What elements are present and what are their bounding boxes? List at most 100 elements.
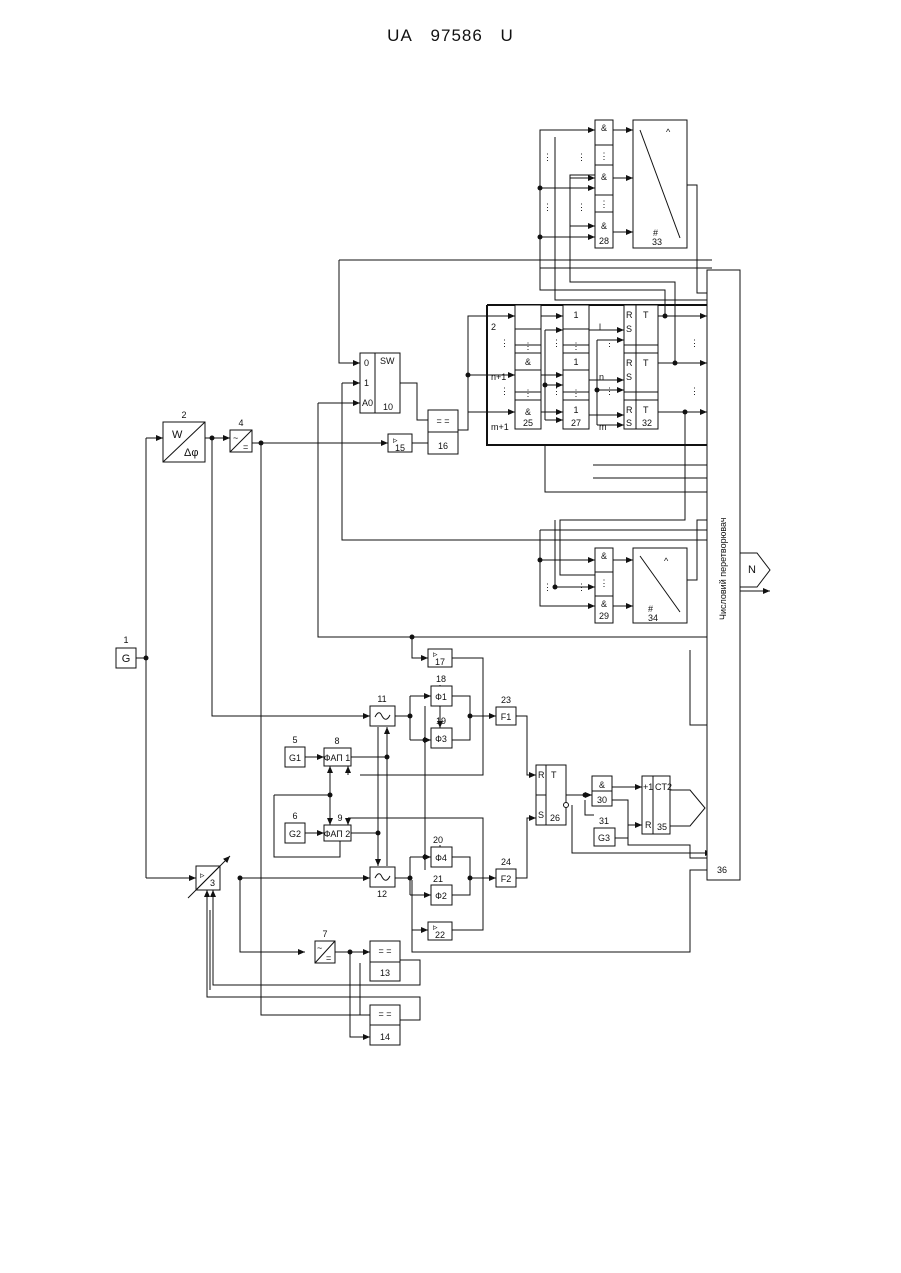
block-23-former-f1: F1 23	[496, 695, 516, 725]
svg-text:15: 15	[395, 443, 405, 453]
svg-text:19: 19	[436, 716, 446, 726]
svg-text:⋮: ⋮	[500, 386, 509, 396]
block-13-comparator: = = 13	[370, 941, 400, 981]
svg-text:14: 14	[380, 1032, 390, 1042]
svg-text:= =: = =	[378, 1009, 391, 1019]
svg-text:T: T	[643, 310, 649, 320]
svg-text:⋮: ⋮	[572, 341, 581, 351]
svg-text:⋮: ⋮	[600, 199, 609, 209]
svg-text:⋮: ⋮	[543, 202, 552, 212]
block-14-comparator: = = 14	[370, 1005, 400, 1045]
svg-text:29: 29	[599, 611, 609, 621]
block-10-switch: 0 1 A0 SW 10	[360, 353, 400, 413]
svg-text:1: 1	[573, 405, 578, 415]
svg-text:n+1: n+1	[491, 372, 506, 382]
svg-text:⋮: ⋮	[572, 388, 581, 398]
svg-text:G2: G2	[289, 829, 301, 839]
svg-text:⋮: ⋮	[690, 386, 699, 396]
svg-text:T: T	[551, 770, 557, 780]
block-8-pll-1: ФАП 1 8	[324, 736, 351, 766]
svg-text:+1: +1	[643, 782, 653, 792]
svg-text:m: m	[599, 422, 607, 432]
svg-text:S: S	[538, 810, 544, 820]
svg-text:⋮: ⋮	[577, 152, 586, 162]
svg-text:Ф3: Ф3	[435, 734, 447, 744]
svg-text:24: 24	[501, 857, 511, 867]
block-15-amplifier: ▹ 15	[388, 434, 412, 453]
svg-text:~: ~	[317, 943, 322, 953]
svg-text:9: 9	[337, 813, 342, 823]
svg-text:⋮: ⋮	[600, 151, 609, 161]
svg-text:= =: = =	[436, 416, 449, 426]
block-30-and-gate: & 30	[592, 776, 612, 806]
block-28-and-array: & & & ⋮ ⋮ 28	[595, 120, 613, 248]
svg-text:F2: F2	[501, 874, 512, 884]
svg-text:T: T	[643, 405, 649, 415]
svg-text:17: 17	[435, 657, 445, 667]
block-19-filter-f3: Ф3 19	[431, 716, 452, 748]
svg-text:⋮: ⋮	[605, 386, 614, 396]
block-20-filter-f4: Ф4 20	[431, 835, 452, 867]
svg-text:S: S	[626, 418, 632, 428]
block-36-numeric-converter: Числовий перетворювач 36	[707, 270, 740, 880]
block-6-generator-g2: G2 6	[285, 811, 305, 843]
svg-text:⋮: ⋮	[543, 152, 552, 162]
svg-text:⋮: ⋮	[552, 386, 561, 396]
svg-text:= =: = =	[378, 946, 391, 956]
svg-text:2: 2	[181, 410, 186, 420]
svg-text:4: 4	[238, 418, 243, 428]
svg-text:12: 12	[377, 889, 387, 899]
svg-text:31: 31	[599, 816, 609, 826]
svg-text:10: 10	[383, 402, 393, 412]
svg-text:ФАП 1: ФАП 1	[324, 753, 351, 763]
block-4-rectifier: ~ = 4	[230, 418, 252, 452]
svg-text:13: 13	[380, 968, 390, 978]
svg-text:&: &	[525, 357, 531, 367]
svg-text:1: 1	[123, 635, 128, 645]
output-n-label: N	[748, 564, 756, 576]
svg-text:R: R	[538, 770, 545, 780]
svg-text:~: ~	[233, 433, 238, 443]
svg-text:Числовий перетворювач: Числовий перетворювач	[718, 517, 728, 620]
svg-text:T: T	[643, 358, 649, 368]
svg-text:&: &	[601, 221, 607, 231]
svg-text:2: 2	[491, 322, 496, 332]
svg-text:⋮: ⋮	[500, 338, 509, 348]
svg-text:21: 21	[433, 874, 443, 884]
svg-text:26: 26	[550, 813, 560, 823]
svg-text:1: 1	[573, 310, 578, 320]
block-3-controlled-amplifier: ▹ 3	[188, 856, 230, 898]
svg-text:&: &	[601, 551, 607, 561]
svg-text:3: 3	[210, 878, 215, 888]
svg-text:22: 22	[435, 930, 445, 940]
svg-text:0: 0	[364, 358, 369, 368]
block-2-phase-shifter: W Δφ 2	[163, 410, 205, 462]
svg-text:&: &	[601, 599, 607, 609]
svg-text:32: 32	[642, 418, 652, 428]
svg-text:23: 23	[501, 695, 511, 705]
svg-text:5: 5	[292, 735, 297, 745]
block-1-generator: G 1	[116, 635, 136, 668]
svg-text:20: 20	[433, 835, 443, 845]
svg-text:30: 30	[597, 795, 607, 805]
block-27-or-array: 1 1 1 ⋮ ⋮ 27	[563, 305, 589, 429]
svg-text:⋮: ⋮	[543, 582, 552, 592]
svg-text:35: 35	[657, 822, 667, 832]
svg-text:=: =	[326, 953, 331, 963]
svg-text:F1: F1	[501, 712, 512, 722]
block-21-filter-f2: Ф2 21	[431, 874, 452, 905]
svg-text:7: 7	[322, 929, 327, 939]
svg-text:1: 1	[573, 357, 578, 367]
block-12-mixer: 12	[370, 867, 395, 899]
svg-text:28: 28	[599, 236, 609, 246]
svg-text:36: 36	[717, 865, 727, 875]
svg-text:G3: G3	[598, 833, 610, 843]
svg-text:R: R	[626, 405, 633, 415]
block-33-code-converter: ^ # 33	[633, 120, 687, 248]
block-35-counter: +1 CT2 R 35	[642, 776, 672, 834]
svg-text:&: &	[525, 407, 531, 417]
svg-text:⋮: ⋮	[524, 388, 533, 398]
block-17-amplifier: ▹ 17	[428, 649, 452, 667]
svg-text:34: 34	[648, 613, 658, 623]
svg-text:⋮: ⋮	[524, 341, 533, 351]
